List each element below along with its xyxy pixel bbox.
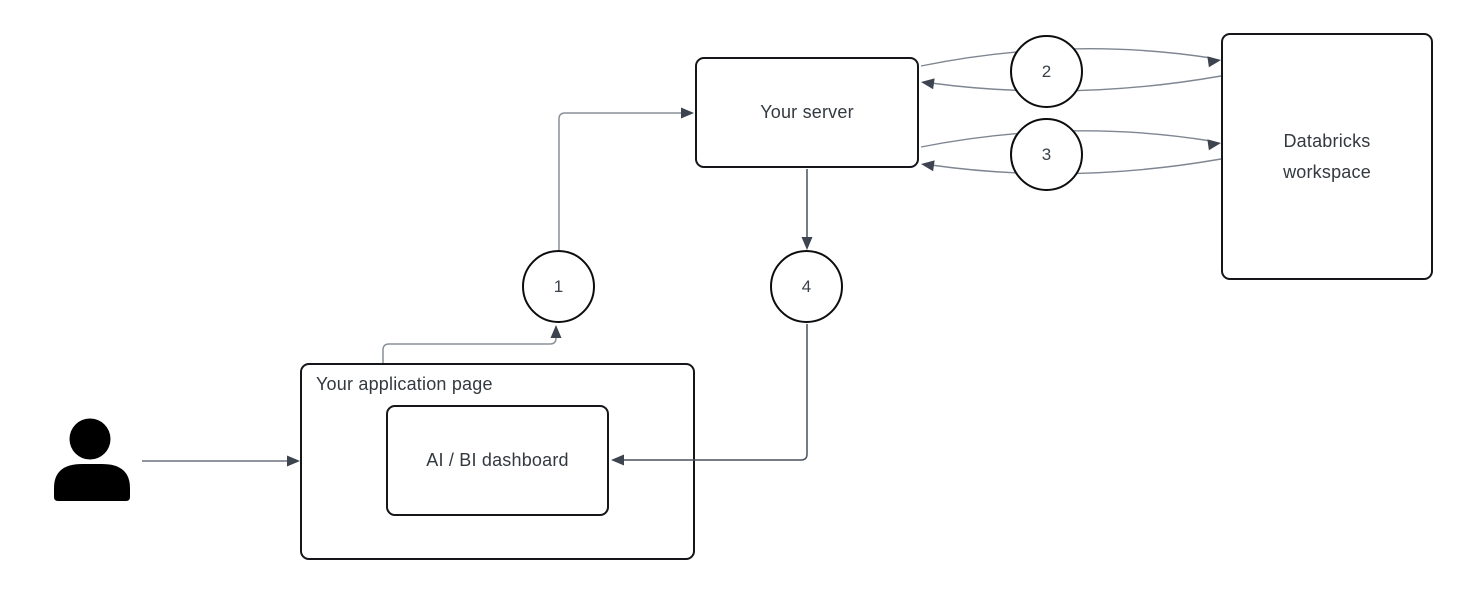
databricks-label: Databricks workspace bbox=[1283, 126, 1371, 187]
arrowhead bbox=[801, 237, 813, 250]
arrowhead bbox=[1207, 56, 1221, 68]
databricks-label-line1: Databricks bbox=[1283, 130, 1371, 151]
dashboard-box: AI / BI dashboard bbox=[386, 405, 609, 516]
databricks-label-line2: workspace bbox=[1283, 161, 1371, 182]
arrowhead bbox=[681, 107, 694, 119]
server-label: Your server bbox=[760, 102, 854, 122]
user-icon-head bbox=[69, 418, 111, 460]
application-page-label: Your application page bbox=[316, 374, 493, 394]
arrowhead bbox=[1207, 139, 1221, 151]
databricks-box: Databricks workspace bbox=[1221, 33, 1433, 280]
step-3-number: 3 bbox=[1041, 144, 1052, 164]
server-box: Your server bbox=[695, 57, 919, 168]
step-2-badge: 2 bbox=[1010, 35, 1083, 108]
step-3-badge: 3 bbox=[1010, 118, 1083, 191]
arrow-app-to-step1 bbox=[382, 325, 562, 363]
arrowhead bbox=[550, 325, 562, 338]
step-4-number: 4 bbox=[801, 276, 812, 296]
step-1-number: 1 bbox=[553, 276, 564, 296]
dashboard-label: AI / BI dashboard bbox=[426, 450, 569, 470]
step-2-number: 2 bbox=[1041, 61, 1052, 81]
arrowhead bbox=[921, 160, 935, 172]
arrow-step1-to-server bbox=[558, 107, 694, 250]
arrowhead bbox=[921, 78, 935, 90]
user-icon-body bbox=[54, 464, 130, 501]
step-4-badge: 4 bbox=[770, 250, 843, 323]
user-icon bbox=[54, 418, 130, 501]
step-1-badge: 1 bbox=[522, 250, 595, 323]
arrowhead bbox=[287, 455, 300, 467]
arrow-server-to-step4 bbox=[801, 169, 813, 250]
arrow-user-to-app bbox=[142, 455, 300, 467]
